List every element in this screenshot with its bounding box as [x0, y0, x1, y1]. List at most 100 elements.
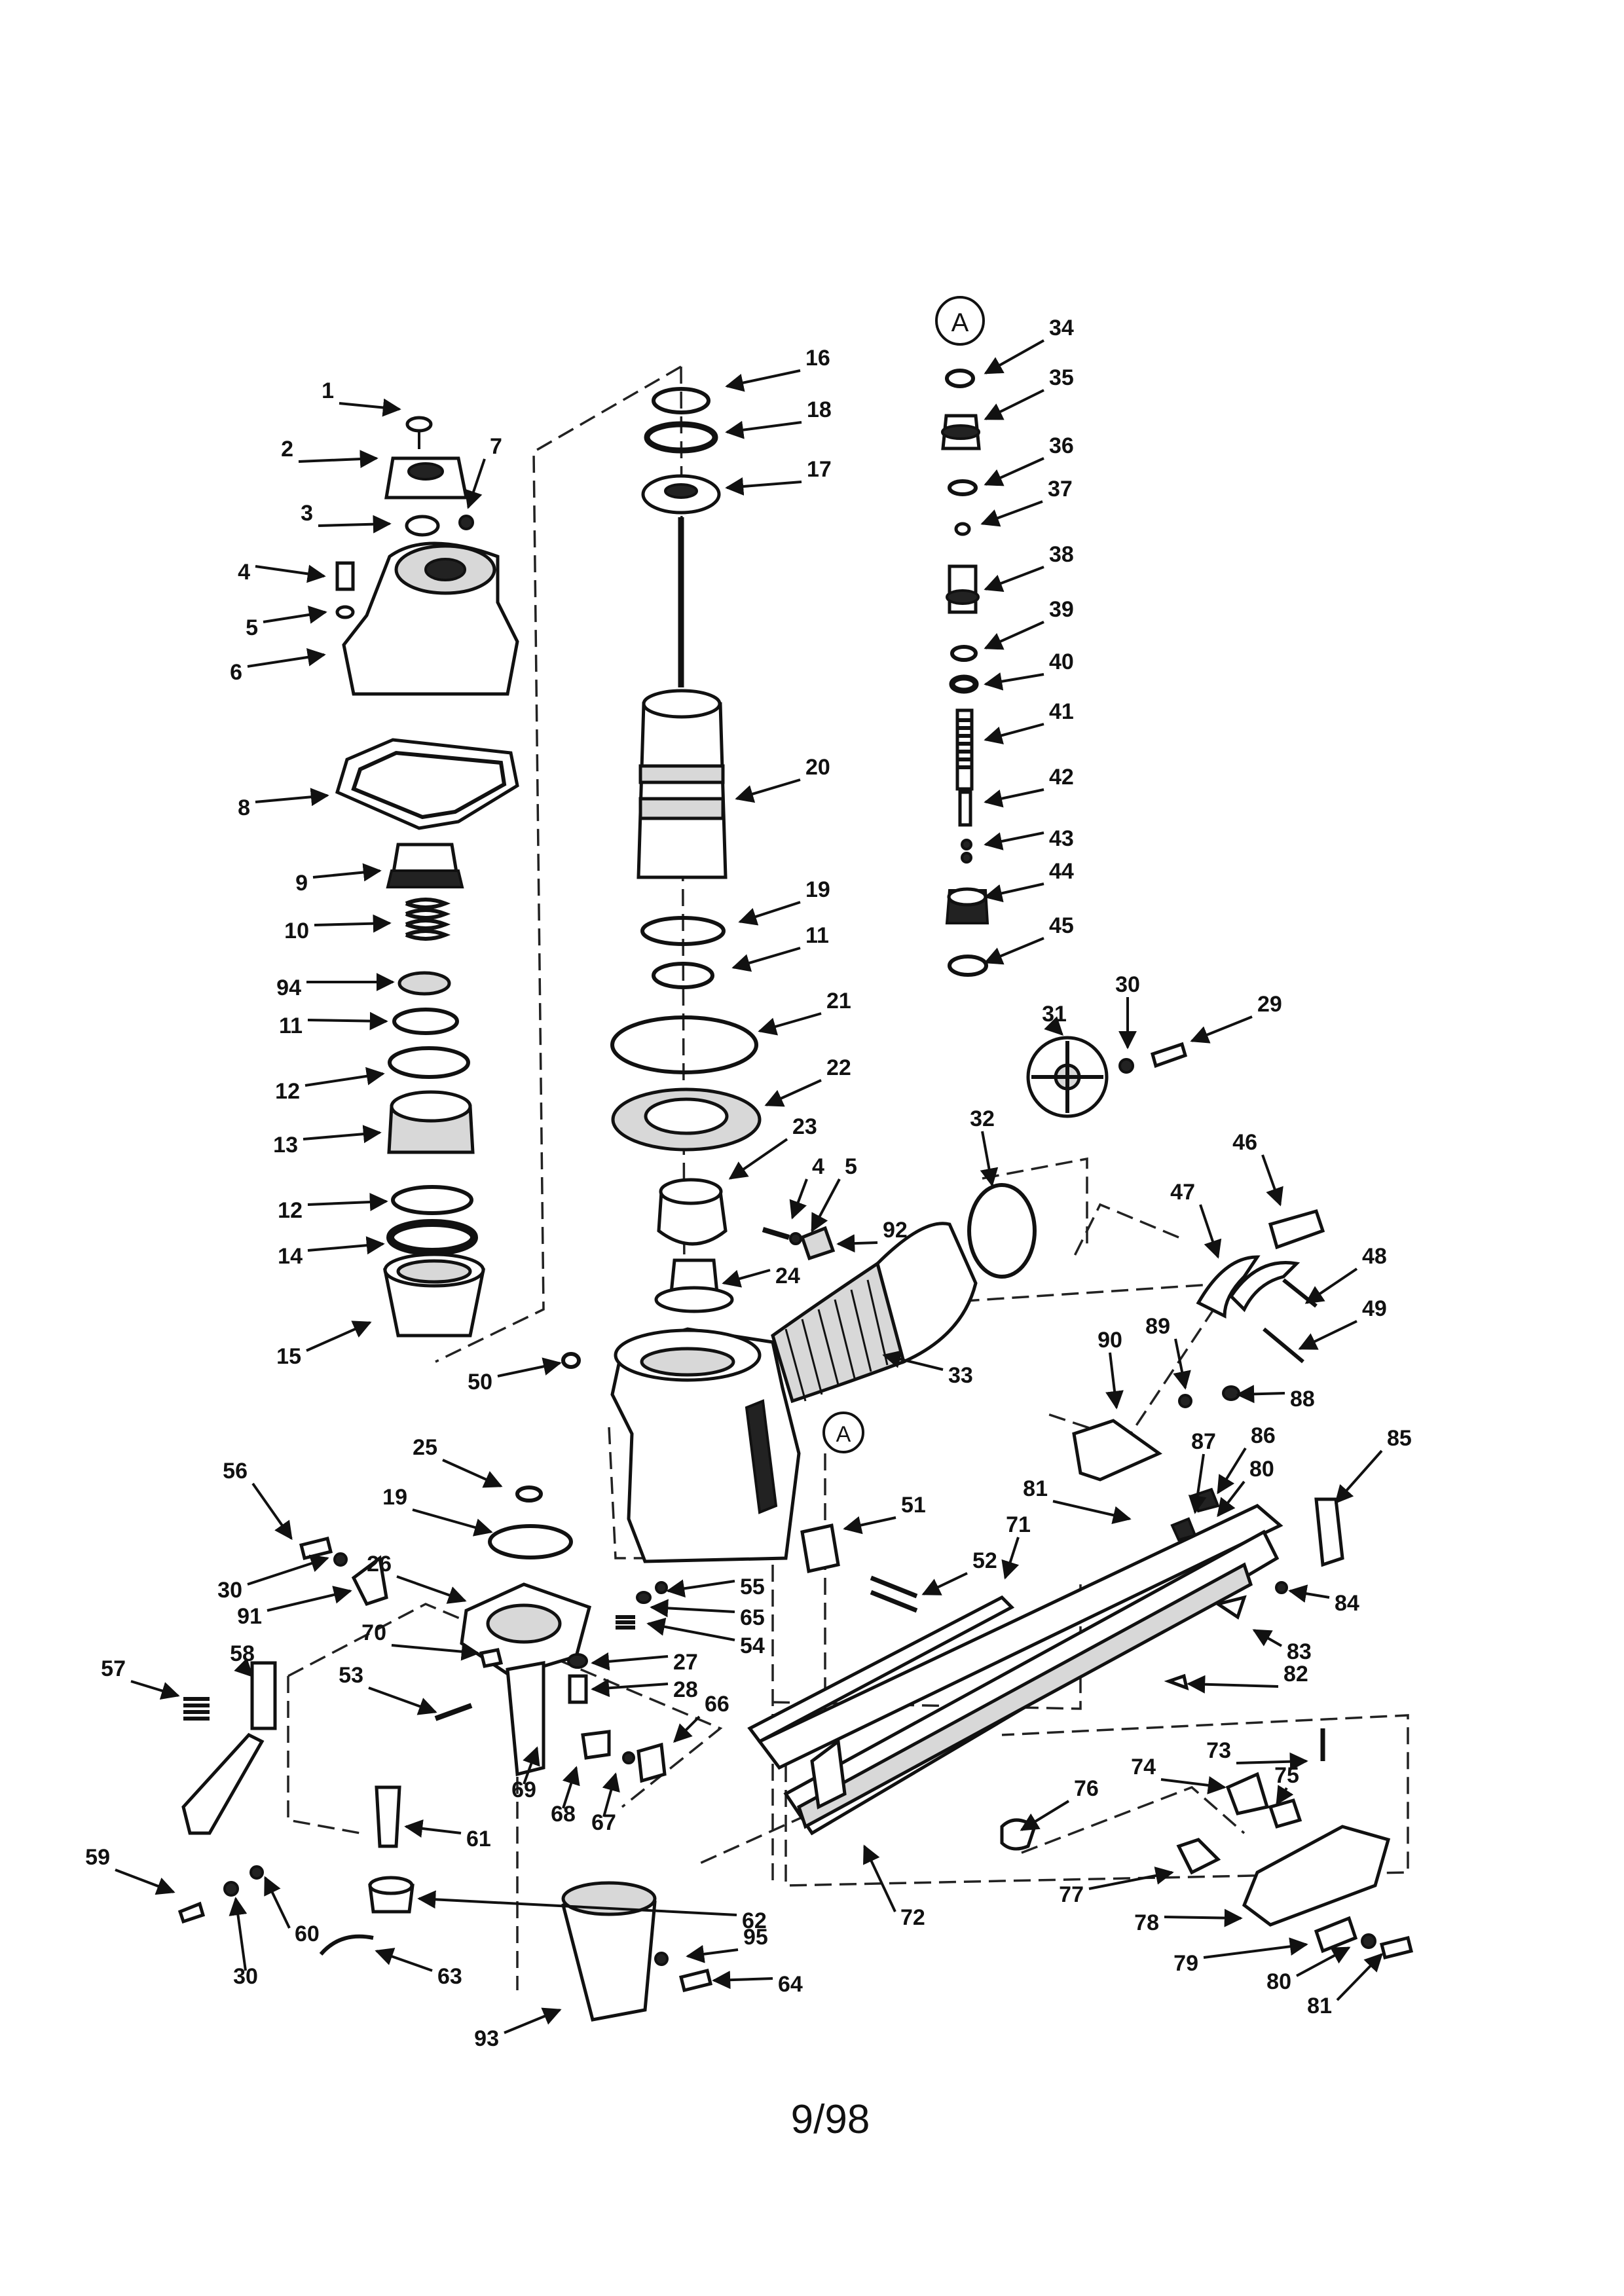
callout-number: 32 — [970, 1106, 995, 1131]
callout-number: 38 — [1049, 542, 1074, 567]
callout-arrow — [980, 1131, 999, 1187]
callout-arrow — [234, 1658, 253, 1677]
callout-arrow — [412, 1508, 493, 1537]
callout-5: 5 — [246, 606, 327, 640]
callout-number: 73 — [1206, 1738, 1231, 1763]
callout-4: 4 — [789, 1154, 824, 1220]
callout-95: 95 — [686, 1925, 768, 1963]
callout-72: 72 — [863, 1844, 925, 1930]
callout-arrow — [591, 1679, 669, 1698]
callout-arrow — [666, 1579, 735, 1598]
pusher-assembly — [1000, 1728, 1414, 1960]
callout-number: 64 — [778, 1972, 803, 1997]
callout-arrow — [391, 1642, 480, 1661]
callout-6: 6 — [230, 647, 326, 685]
callout-number: 31 — [1042, 1002, 1067, 1027]
callout-arrow — [304, 1066, 385, 1087]
callout-arrow — [1052, 1500, 1132, 1524]
callout-number: 27 — [673, 1650, 698, 1675]
callout-arrow — [725, 477, 802, 496]
callout-number: 93 — [474, 2026, 499, 2051]
callout-40: 40 — [984, 649, 1074, 691]
callout-arrow — [863, 1844, 896, 1912]
callout-arrow — [1173, 1338, 1191, 1390]
callout-number: 63 — [437, 1964, 462, 1989]
callout-arrow — [731, 947, 801, 972]
callout-number: 19 — [382, 1485, 407, 1510]
callout-arrow — [404, 1819, 462, 1838]
callout-number: 21 — [826, 989, 851, 1013]
callout-arrow — [417, 1890, 737, 1916]
callout-3: 3 — [301, 501, 392, 534]
callout-arrow — [303, 1125, 382, 1144]
callout-number: 70 — [361, 1620, 386, 1645]
callout-37: 37 — [980, 477, 1073, 527]
callout-number: 58 — [230, 1641, 255, 1666]
callout-arrow — [646, 1617, 735, 1641]
callout-arrow — [1160, 1776, 1227, 1795]
callout-18: 18 — [725, 397, 832, 439]
callout-arrow — [251, 1482, 293, 1540]
callout-number: 46 — [1232, 1130, 1257, 1155]
callout-number: 54 — [740, 1633, 765, 1658]
callout-41: 41 — [984, 699, 1074, 744]
callout-23: 23 — [728, 1114, 817, 1180]
callout-arrow — [722, 1269, 771, 1288]
cap-assembly — [335, 416, 519, 1338]
callout-arrow — [725, 420, 802, 439]
callout-79: 79 — [1173, 1937, 1308, 1976]
callout-38: 38 — [984, 542, 1074, 592]
callout-arrow — [255, 788, 329, 807]
callout-arrow — [1164, 1908, 1243, 1927]
callout-arrow — [1105, 1352, 1124, 1410]
callout-80: 80 — [1217, 1457, 1274, 1518]
callout-9: 9 — [295, 863, 382, 896]
callout-arrow — [368, 1686, 437, 1715]
callout-50: 50 — [468, 1357, 562, 1394]
callout-number: 48 — [1362, 1244, 1387, 1269]
callout-arrow — [247, 647, 326, 668]
callout-arrow — [591, 1652, 669, 1671]
callout-arrow — [984, 788, 1044, 808]
callout-number: 30 — [217, 1578, 242, 1603]
callout-number: 34 — [1049, 316, 1074, 340]
callout-arrow — [1217, 1447, 1247, 1495]
callout-10: 10 — [284, 914, 392, 943]
callout-arrow — [115, 1868, 175, 1895]
callout-arrow — [789, 1178, 808, 1220]
callout-39: 39 — [984, 597, 1074, 650]
callout-number: 83 — [1287, 1639, 1312, 1664]
callout-number: 82 — [1283, 1662, 1308, 1686]
callout-arrow — [1276, 1785, 1294, 1806]
callout-number: 11 — [279, 1013, 303, 1038]
callout-82: 82 — [1187, 1662, 1308, 1694]
callout-number: 39 — [1049, 597, 1074, 622]
callout-65: 65 — [650, 1599, 765, 1630]
callout-arrow — [1088, 1867, 1174, 1890]
callout-90: 90 — [1098, 1328, 1124, 1410]
callout-45: 45 — [984, 913, 1074, 965]
callout-arrow — [738, 901, 801, 926]
callout-arrow — [921, 1572, 968, 1595]
callout-arrow — [984, 937, 1044, 965]
callout-arrow — [1190, 1015, 1253, 1044]
callout-93: 93 — [474, 2007, 562, 2051]
callout-30: 30 — [229, 1897, 258, 1989]
callout-number: 88 — [1290, 1387, 1315, 1412]
callout-arrow — [1187, 1675, 1279, 1694]
callout-15: 15 — [276, 1321, 372, 1369]
callout-arrow — [984, 621, 1044, 650]
callout-number: 29 — [1257, 992, 1282, 1017]
callout-arrow — [307, 1236, 385, 1255]
callout-13: 13 — [273, 1125, 382, 1157]
callout-53: 53 — [339, 1663, 437, 1715]
callout-80: 80 — [1266, 1946, 1351, 1994]
callout-arrow — [984, 723, 1044, 744]
callout-5: 5 — [811, 1154, 857, 1233]
callout-68: 68 — [551, 1766, 580, 1827]
callout-88: 88 — [1236, 1385, 1315, 1412]
callout-number: 16 — [805, 346, 830, 371]
callout-number: 66 — [705, 1692, 729, 1717]
callout-arrow — [497, 1357, 562, 1377]
callout-number: 5 — [246, 615, 258, 640]
